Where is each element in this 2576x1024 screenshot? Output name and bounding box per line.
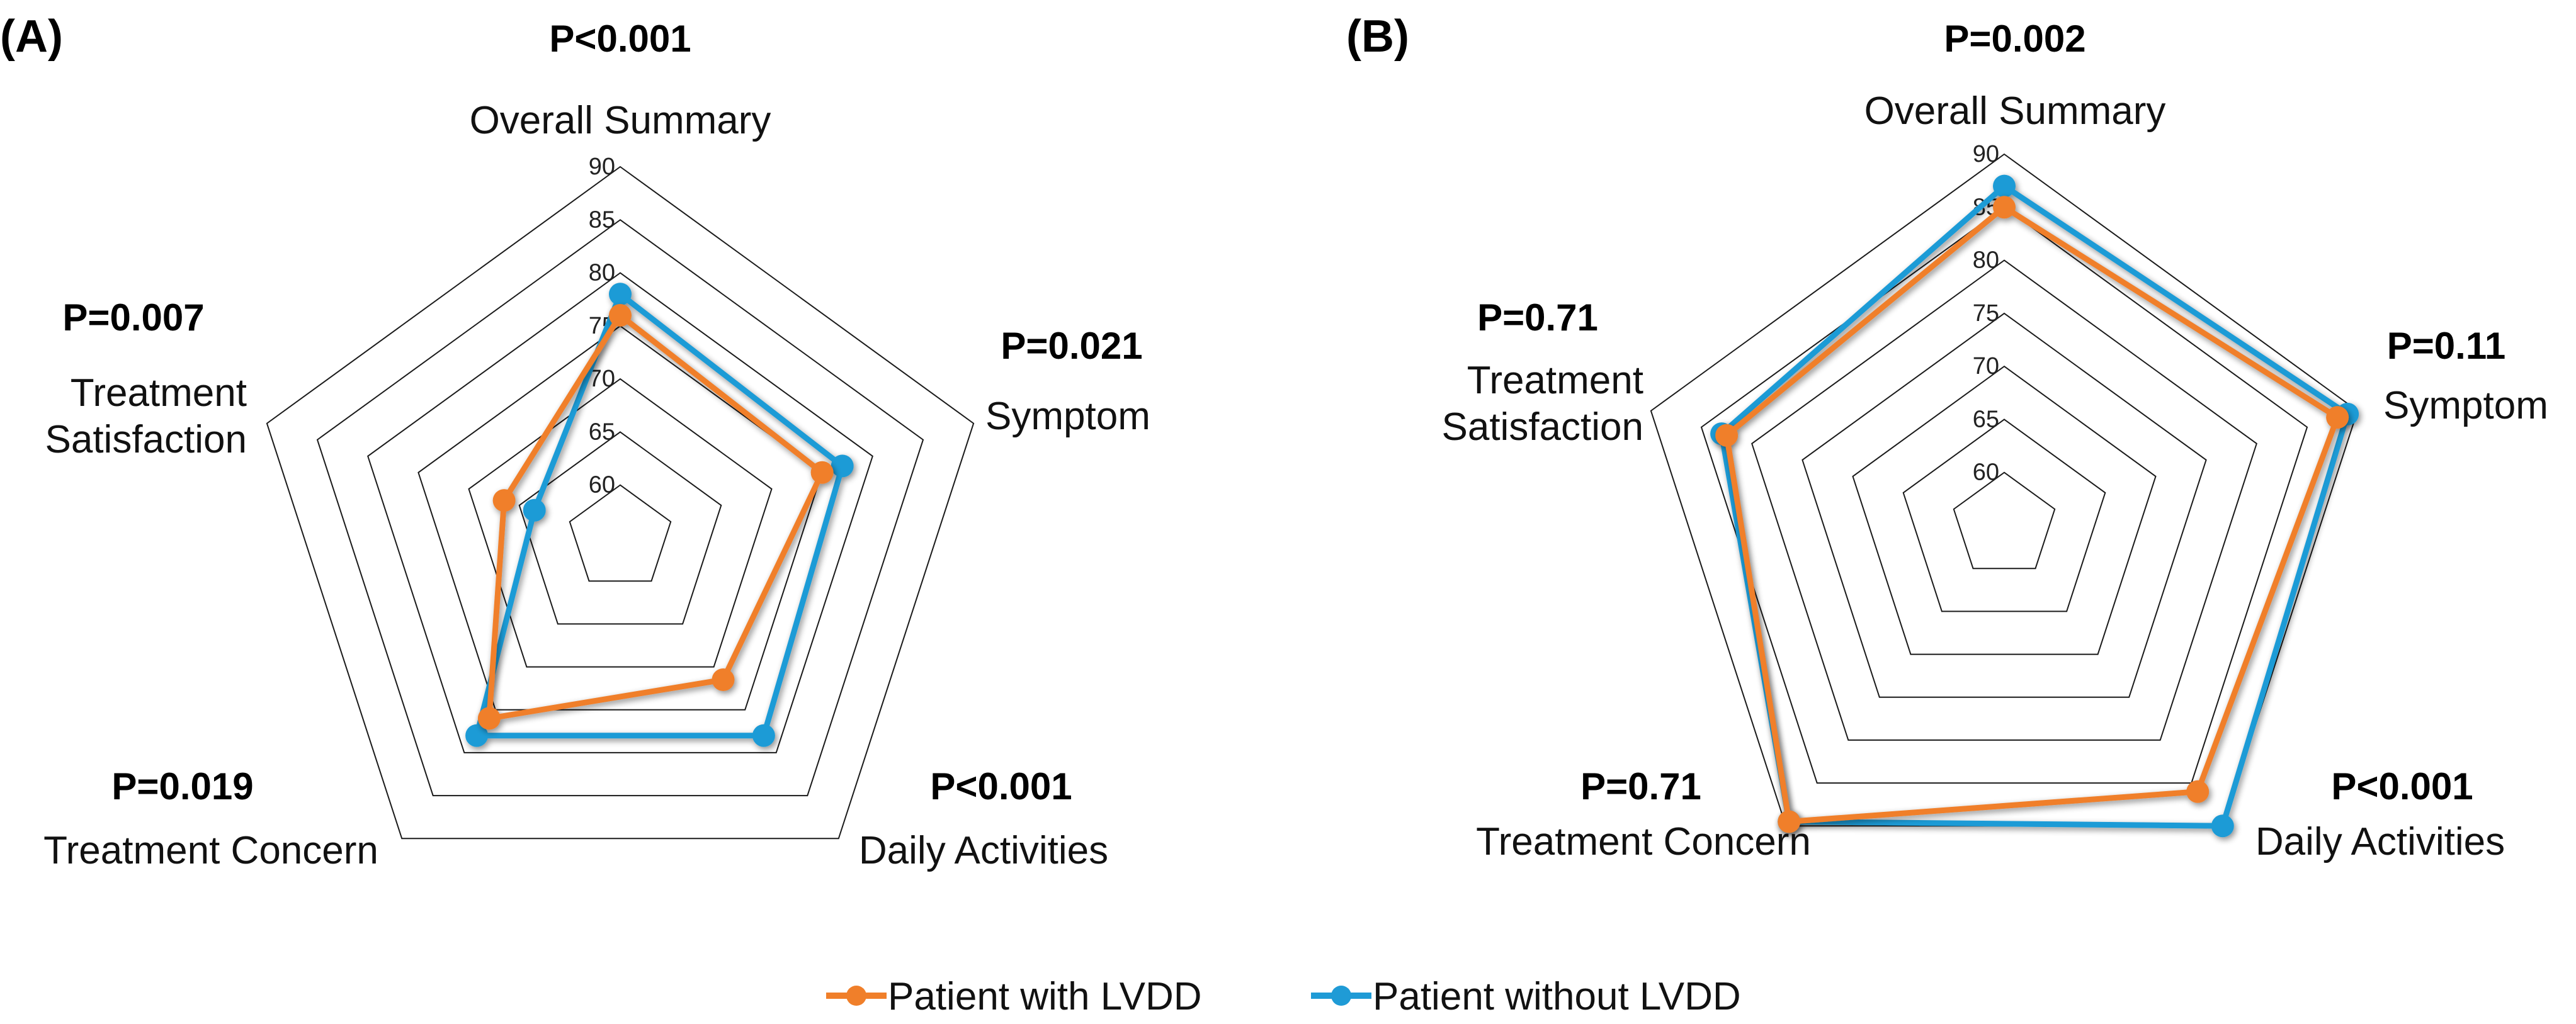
axis-label: Treatment Concern: [43, 829, 378, 872]
axis-label: Symptom: [2383, 384, 2548, 427]
p-value: P<0.001: [2331, 765, 2473, 807]
legend-item-without-lvdd: Patient without LVDD: [1311, 975, 1741, 1018]
panel-label: (A): [0, 11, 63, 62]
legend-label-without-lvdd: Patient without LVDD: [1373, 975, 1741, 1018]
axis-label: Overall Summary: [1864, 89, 2166, 133]
data-point: [2186, 780, 2210, 803]
data-point: [810, 461, 834, 484]
grid-ring: [1953, 471, 2056, 570]
tick-label: 80: [1973, 247, 1999, 274]
series-with-lvdd: [477, 304, 834, 730]
tick-label: 65: [1973, 406, 1999, 432]
panel-label: (B): [1346, 11, 1409, 62]
tick-label: 90: [1973, 141, 1999, 167]
axis-label: Daily Activities: [859, 829, 1108, 872]
p-value: P=0.007: [62, 296, 204, 339]
data-point: [1993, 174, 2016, 198]
data-point: [477, 707, 501, 730]
data-point: [831, 454, 854, 478]
p-value: P=0.021: [1001, 325, 1142, 367]
data-point: [752, 724, 775, 747]
data-point: [492, 489, 516, 512]
grid-ring: [569, 484, 672, 582]
data-point: [1715, 424, 1739, 447]
grid-ring: [266, 166, 975, 840]
p-value: P=0.71: [1580, 765, 1701, 807]
series-line: [474, 291, 846, 739]
grid-ring: [1801, 312, 2207, 698]
grid-ring: [1852, 365, 2157, 655]
legend-marker-without-lvdd: [1331, 986, 1351, 1006]
series-without-lvdd: [465, 283, 854, 747]
legend-marker-with-lvdd: [846, 986, 866, 1006]
grid-ring: [518, 431, 722, 625]
p-value: P<0.001: [930, 765, 1072, 807]
series-without-lvdd: [1710, 174, 2359, 838]
series-line: [486, 312, 826, 721]
p-value: P<0.001: [549, 18, 691, 60]
data-point: [2326, 406, 2349, 429]
grid-ring: [316, 219, 924, 797]
series-line: [1723, 204, 2341, 824]
data-point: [609, 304, 632, 327]
p-value: P=0.71: [1477, 296, 1598, 339]
tick-label: 85: [589, 206, 615, 233]
grid-ring: [468, 378, 773, 668]
tick-label: 65: [589, 419, 615, 445]
grid-ring: [367, 272, 873, 753]
tick-label: 60: [589, 472, 615, 498]
legend-item-with-lvdd: Patient with LVDD: [826, 975, 1202, 1018]
tick-label: 90: [589, 154, 615, 180]
series-line: [1718, 183, 2351, 829]
grid-ring: [1700, 206, 2308, 784]
grid-ring: [1902, 419, 2106, 612]
axis-label: Overall Summary: [470, 99, 771, 142]
tick-label: 80: [589, 260, 615, 286]
data-point: [1993, 196, 2016, 219]
data-point: [609, 283, 632, 306]
tick-label: 75: [1973, 300, 1999, 327]
data-point: [465, 724, 489, 747]
data-point: [2211, 814, 2234, 838]
tick-label: 60: [1973, 459, 1999, 486]
grid-ring: [1751, 259, 2257, 741]
grid-ring: [417, 325, 823, 711]
axis-label: Treatment Concern: [1476, 820, 1811, 864]
axis-label: Symptom: [985, 395, 1150, 438]
axis-label: Daily Activities: [2255, 820, 2505, 864]
legend: Patient with LVDD Patient without LVDD: [826, 975, 1741, 1018]
p-value: P=0.019: [111, 765, 253, 807]
legend-label-with-lvdd: Patient with LVDD: [888, 975, 1202, 1018]
tick-label: 70: [1973, 353, 1999, 380]
series-with-lvdd: [1715, 196, 2349, 833]
data-point: [1778, 810, 1801, 833]
data-point: [712, 668, 735, 691]
data-point: [523, 498, 546, 522]
p-value: P=0.11: [2387, 325, 2506, 367]
p-value: P=0.002: [1944, 18, 2085, 60]
